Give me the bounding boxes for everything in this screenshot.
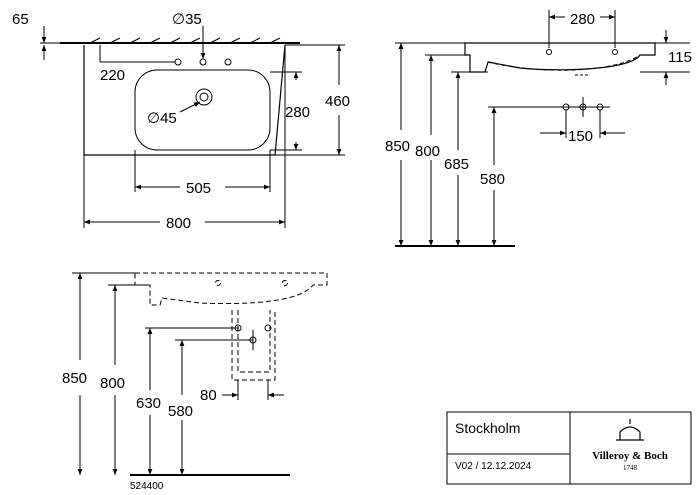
pedestal-rim-to-floor-label: 850 [62,370,87,387]
overflow-height-label: 685 [444,156,469,173]
bowl-depth-label: 280 [285,104,310,121]
fixing-spacing-label: 150 [568,128,593,145]
pedestal-underside-label: 800 [100,375,125,392]
brand-name: Villeroy & Boch [592,450,668,462]
side-view-pedestal-labels: 850 800 630 580 80 [62,370,217,420]
basin-depth-label: 460 [325,93,350,110]
article-number: 524400 [130,481,164,492]
underside-height-label: 800 [415,143,440,160]
brand-logo: Villeroy & Boch 1748 [592,419,668,472]
thickness-label: 65 [12,11,29,28]
title-block: Stockholm V02 / 12.12.2024 Villeroy & Bo… [446,411,692,485]
bowl-width-label: 505 [186,180,211,197]
brand-year: 1748 [623,464,638,472]
rim-to-floor-label: 850 [385,138,410,155]
top-view-labels: 65 ∅35 220 ∅45 280 460 505 800 [12,11,350,232]
side-view-right [395,10,690,247]
side-view-pedestal-solid [72,272,290,476]
rim-height-label: 115 [668,49,692,66]
waste-diameter-label: ∅45 [147,110,177,127]
tap-hole-spacing-label: 280 [570,11,595,28]
trap-offset-label: 80 [200,387,217,404]
side-view-pedestal [134,272,328,381]
side-view-right-labels: 280 115 850 800 685 580 150 [385,11,692,188]
pedestal-waste-height-label: 580 [168,403,193,420]
tap-hole-depth-label: 220 [100,67,125,84]
tap-hole-diameter-label: ∅35 [172,11,202,28]
castle-icon [616,419,644,441]
waste-height-label: 580 [480,171,505,188]
basin-width-label: 800 [166,215,191,232]
version-date: V02 / 12.12.2024 [455,461,532,472]
top-view [40,26,345,228]
product-name: Stockholm [455,420,520,436]
trap-height-label: 630 [136,395,161,412]
